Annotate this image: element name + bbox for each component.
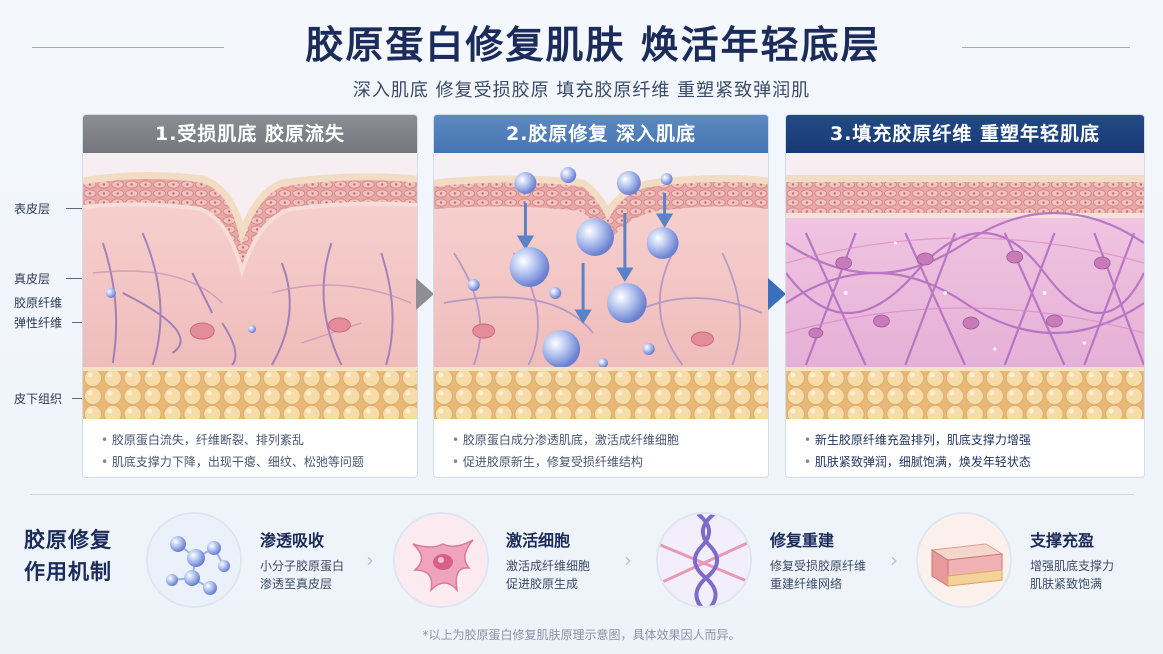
label-dermis: 真皮层 — [14, 272, 51, 286]
mechanism-step-repair: 修复重建 修复受损胶原纤维 重建纤维网络 — [770, 527, 866, 593]
step-desc-line2: 渗透至真皮层 — [260, 577, 333, 591]
panel-bullets: 胶原蛋白成分渗透肌底，激活成纤维细胞 促进胶原新生，修复受损纤维结构 — [434, 419, 768, 473]
title-divider-right — [962, 47, 1130, 48]
panel-title: 1.受损肌底 胶原流失 — [83, 115, 417, 153]
bullet-item: 肌底支撑力下降，出现干瘪、细纹、松弛等问题 — [101, 451, 399, 473]
step-desc-line2: 肌肤紧致饱满 — [1030, 577, 1103, 591]
mechanism-step-support: 支撑充盈 增强肌底支撑力 肌肤紧致饱满 — [1030, 527, 1114, 593]
label-collagen-fiber: 胶原纤维 — [14, 296, 63, 310]
chevron-right-icon: › — [624, 548, 632, 572]
repair-skin-illustration — [434, 153, 768, 419]
header: 胶原蛋白修复肌肤 焕活年轻底层 — [0, 14, 1163, 70]
mechanism-title-line1: 胶原修复 — [24, 528, 112, 552]
label-subcutaneous: 皮下组织 — [14, 392, 63, 406]
mechanism-step-absorb: 渗透吸收 小分子胶原蛋白 渗透至真皮层 — [260, 527, 344, 593]
bullet-item: 肌肤紧致弹润，细腻饱满，焕发年轻状态 — [804, 451, 1126, 473]
skin-block-icon — [916, 512, 1012, 608]
step-desc-line2: 重建纤维网络 — [770, 577, 843, 591]
fibroblast-icon — [393, 512, 489, 608]
step-title: 支撑充盈 — [1030, 531, 1095, 550]
step-arrow-right-icon — [416, 278, 434, 310]
panel-damaged-skin: 1.受损肌底 胶原流失 胶原蛋白流失，纤维断裂、排列紊乱 肌底支撑力下降，出现干… — [82, 114, 418, 478]
step-title: 激活细胞 — [506, 531, 571, 550]
bullet-item: 胶原蛋白成分渗透肌底，激活成纤维细胞 — [452, 429, 750, 451]
bullet-item: 胶原蛋白流失，纤维断裂、排列紊乱 — [101, 429, 399, 451]
bullet-item: 促进胶原新生，修复受损纤维结构 — [452, 451, 750, 473]
label-epidermis: 表皮层 — [14, 202, 51, 216]
mechanism-title-line2: 作用机制 — [24, 560, 112, 584]
step-desc-line1: 激活成纤维细胞 — [506, 559, 591, 573]
page-subtitle: 深入肌底 修复受损胶原 填充胶原纤维 重塑紧致弹润肌 — [352, 80, 811, 101]
chevron-right-icon: › — [890, 548, 898, 572]
damaged-skin-illustration — [83, 153, 417, 419]
step-desc-line2: 促进胶原生成 — [506, 577, 579, 591]
step-desc-line1: 修复受损胶原纤维 — [770, 559, 867, 573]
panel-bullets: 新生胶原纤维充盈排列，肌底支撑力增强 肌肤紧致弹润，细腻饱满，焕发年轻状态 — [786, 419, 1144, 473]
disclaimer-footnote: *以上为胶原蛋白修复肌肤原理示意图，具体效果因人而异。 — [422, 628, 741, 642]
panel-bullets: 胶原蛋白流失，纤维断裂、排列紊乱 肌底支撑力下降，出现干瘪、细纹、松弛等问题 — [83, 419, 417, 473]
panel-title: 3.填充胶原纤维 重塑年轻肌底 — [786, 115, 1144, 153]
panel-title: 2.胶原修复 深入肌底 — [434, 115, 768, 153]
section-divider — [30, 494, 1134, 495]
step-arrow-right-icon — [768, 278, 786, 310]
title-divider-left — [32, 47, 224, 48]
panel-collagen-repair: 2.胶原修复 深入肌底 — [433, 114, 769, 478]
page-title: 胶原蛋白修复肌肤 焕活年轻底层 — [305, 23, 881, 67]
panel-rebuilt-skin: 3.填充胶原纤维 重塑年轻肌底 新生胶原纤维充盈排列， — [785, 114, 1145, 478]
step-desc-line1: 小分子胶原蛋白 — [260, 559, 345, 573]
molecule-icon — [146, 512, 242, 608]
rebuilt-skin-illustration — [786, 153, 1144, 419]
chevron-right-icon: › — [366, 548, 374, 572]
step-title: 修复重建 — [770, 531, 835, 550]
step-title: 渗透吸收 — [260, 531, 325, 550]
mechanism-title: 胶原修复 作用机制 — [24, 524, 124, 588]
bullet-item: 新生胶原纤维充盈排列，肌底支撑力增强 — [804, 429, 1126, 451]
step-desc-line1: 增强肌底支撑力 — [1030, 559, 1115, 573]
mechanism-step-activate: 激活细胞 激活成纤维细胞 促进胶原生成 — [506, 527, 590, 593]
fiber-helix-icon — [656, 512, 752, 608]
label-elastic-fiber: 弹性纤维 — [14, 316, 63, 330]
